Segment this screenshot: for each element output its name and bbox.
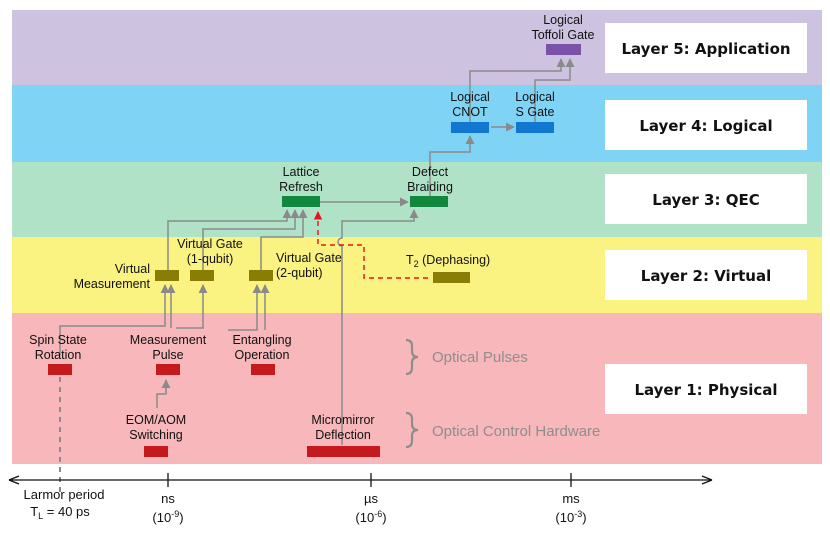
entangling-operation-bar xyxy=(251,364,275,375)
connector-vmeas-to-refresh xyxy=(167,209,292,270)
lattice-refresh-bar xyxy=(282,196,320,207)
connector-vgate1-to-refresh xyxy=(202,209,300,270)
logical-toffoli-label-1: Logical xyxy=(543,13,583,27)
eom-aom-switching-label-1: EOM/AOM xyxy=(126,413,186,427)
defect-braiding-label-2: Braiding xyxy=(407,180,453,194)
axis-left-arrow-icon xyxy=(8,475,20,485)
optical-control-hardware-brace-icon xyxy=(405,411,419,449)
logical-cnot-label-1: Logical xyxy=(450,90,490,104)
layer-1-title: Layer 1: Physical xyxy=(634,381,777,399)
connector-braiding-to-cnot xyxy=(429,135,475,196)
layer-3-title: Layer 3: QEC xyxy=(652,191,759,209)
spin-state-rotation-bar xyxy=(48,364,72,375)
virtual-gate-2-bar xyxy=(249,270,273,281)
defect-braiding-label-1: Defect xyxy=(412,165,449,179)
optical-pulses-brace-icon xyxy=(405,338,419,376)
logical-cnot-bar xyxy=(451,122,489,133)
layer-5-title: Layer 5: Application xyxy=(621,40,790,58)
measurement-pulse-label-2: Pulse xyxy=(152,348,183,362)
larmor-period-label: Larmor period xyxy=(24,487,105,502)
logical-toffoli-bar xyxy=(546,44,581,55)
layer-2-title: Layer 2: Virtual xyxy=(641,267,771,285)
connector-micromirror-to-braiding xyxy=(337,209,419,445)
connector-eom-to-measpulse xyxy=(156,379,171,408)
tick-label-ms: ms xyxy=(562,491,580,506)
virtual-gate-1-label-1: Virtual Gate xyxy=(177,237,243,251)
logical-s-gate-label-1: Logical xyxy=(515,90,555,104)
connector-spin-to-vmeas xyxy=(59,284,170,355)
tick-exp-ns: (10-9) xyxy=(152,509,183,525)
logical-s-gate-label-2: S Gate xyxy=(516,105,555,119)
defect-braiding-bar xyxy=(410,196,448,207)
node-bars xyxy=(48,44,581,457)
virtual-gate-1-label-2: (1-qubit) xyxy=(187,252,234,266)
larmor-value-label: TL = 40 ps xyxy=(30,504,90,521)
layer-3-title-box xyxy=(605,174,807,224)
layer-4-title-box xyxy=(605,100,807,150)
virtual-measurement-bar xyxy=(155,270,179,281)
spin-state-rotation-label-1: Spin State xyxy=(29,333,87,347)
logical-cnot-label-2: CNOT xyxy=(452,105,488,119)
layer-1-braces: Optical Pulses Optical Control Hardware xyxy=(405,338,600,449)
measurement-pulse-label-1: Measurement xyxy=(130,333,207,347)
eom-aom-switching-label-2: Switching xyxy=(129,428,183,442)
lattice-refresh-label-2: Refresh xyxy=(279,180,323,194)
layer-4-title: Layer 4: Logical xyxy=(639,117,772,135)
connector-t2-to-refresh xyxy=(313,211,428,279)
virtual-measurement-label-2: Measurement xyxy=(74,277,151,291)
micromirror-deflection-label-2: Deflection xyxy=(315,428,371,442)
layer-5-title-box xyxy=(605,23,807,73)
eom-aom-switching-bar xyxy=(144,446,168,457)
connectors xyxy=(59,58,575,492)
measurement-pulse-bar xyxy=(156,364,180,375)
entangling-operation-label-1: Entangling xyxy=(232,333,291,347)
optical-pulses-label: Optical Pulses xyxy=(432,349,528,366)
node-labels: Logical Toffoli Gate Logical CNOT Logica… xyxy=(29,13,594,442)
virtual-gate-2-label-1: Virtual Gate xyxy=(276,251,342,265)
tick-exp-ms: (10-3) xyxy=(555,509,586,525)
layer-titles: Layer 5: Application Layer 4: Logical La… xyxy=(605,23,807,414)
micromirror-deflection-bar xyxy=(307,446,380,457)
logical-toffoli-label-2: Toffoli Gate xyxy=(531,28,594,42)
connector-cnot-to-toffoli xyxy=(469,58,566,122)
entangling-operation-label-2: Operation xyxy=(235,348,290,362)
spin-state-rotation-label-2: Rotation xyxy=(35,348,82,362)
tick-label-us: µs xyxy=(364,491,378,506)
lattice-refresh-label-1: Lattice xyxy=(283,165,320,179)
micromirror-deflection-label-1: Micromirror xyxy=(311,413,374,427)
t2-dephasing-bar xyxy=(433,272,470,283)
logical-s-gate-bar xyxy=(516,122,554,133)
virtual-gate-1-bar xyxy=(190,270,214,281)
layer-2-title-box xyxy=(605,250,807,300)
tick-exp-us: (10-6) xyxy=(355,509,386,525)
connector-measpulse-to-vgate1 xyxy=(176,284,208,329)
optical-control-hardware-label: Optical Control Hardware xyxy=(432,423,600,440)
t2-dephasing-label: T2 (Dephasing) xyxy=(406,253,490,269)
connector-sgate-to-toffoli xyxy=(534,58,575,122)
axis-right-arrow-icon xyxy=(701,475,713,485)
time-axis: Larmor period TL = 40 ps ns (10-9) µs (1… xyxy=(8,473,713,525)
virtual-gate-2-label-2: (2-qubit) xyxy=(276,266,323,280)
connector-vgate2-to-refresh xyxy=(260,209,308,270)
layer-1-title-box xyxy=(605,364,807,414)
tick-label-ns: ns xyxy=(161,491,175,506)
virtual-measurement-label-1: Virtual xyxy=(115,262,150,276)
connector-entangling-to-vgate2a xyxy=(228,284,262,331)
